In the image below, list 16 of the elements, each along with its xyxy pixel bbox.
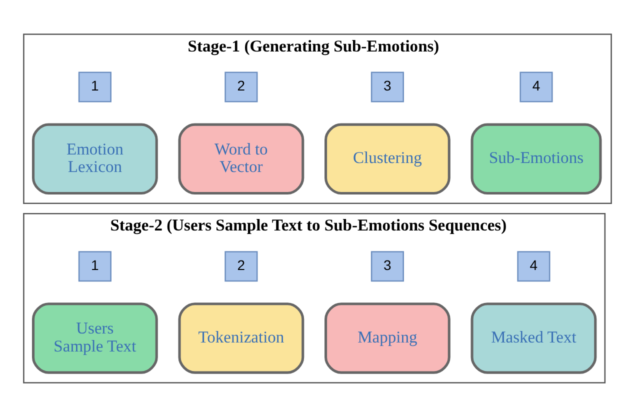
node-box: 3 bbox=[370, 250, 404, 282]
node-box: Mapping bbox=[324, 302, 450, 374]
node-box: Masked Text bbox=[470, 302, 597, 374]
node-box: Clustering bbox=[324, 122, 450, 194]
node-box: 3 bbox=[370, 71, 404, 102]
node-box: Sub-Emotions bbox=[470, 122, 602, 194]
node-box: 2 bbox=[224, 250, 258, 282]
node-box: 2 bbox=[224, 71, 258, 102]
node-box: 1 bbox=[78, 71, 112, 102]
node-box: Tokenization bbox=[178, 302, 304, 374]
node-box: Emotion Lexicon bbox=[32, 122, 158, 194]
node-box: Users Sample Text bbox=[32, 302, 158, 374]
node-box: 1 bbox=[78, 250, 112, 282]
node-box: 4 bbox=[517, 250, 550, 282]
node-box: Word to Vector bbox=[178, 122, 304, 194]
node-box: 4 bbox=[520, 71, 553, 102]
